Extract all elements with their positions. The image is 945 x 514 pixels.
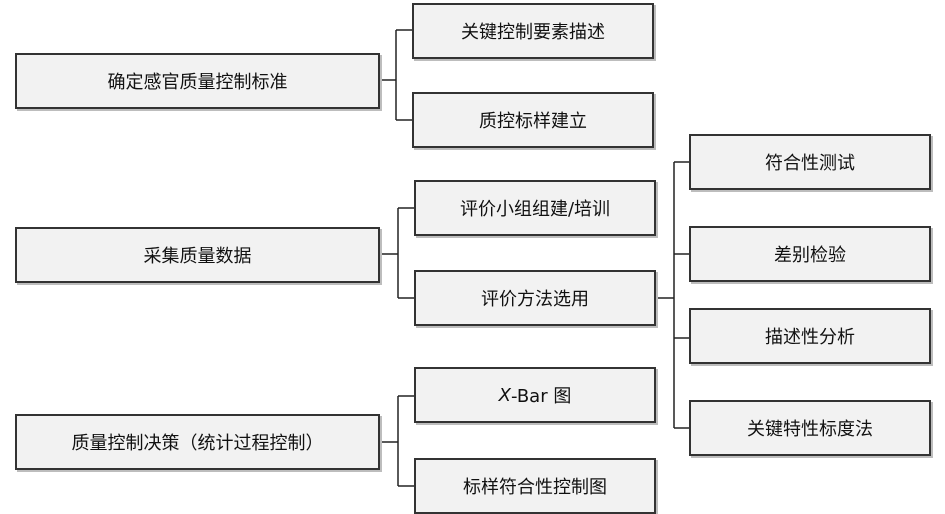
node-qc-reference-standard: 质控标样建立 [412,92,654,148]
node-collect-quality-data: 采集质量数据 [15,227,380,283]
node-xbar-chart: X-Bar 图 [414,367,656,423]
node-difference-test: 差别检验 [689,226,931,282]
node-reference-conformity-chart: 标样符合性控制图 [414,458,656,514]
node-conformity-test: 符合性测试 [689,134,931,190]
xbar-suffix: -Bar 图 [510,386,572,407]
node-descriptive-analysis: 描述性分析 [689,308,931,364]
node-method-selection: 评价方法选用 [414,270,656,326]
xbar-x-letter: X [498,384,511,406]
node-panel-training: 评价小组组建/培训 [414,180,656,236]
node-key-attribute-scaling: 关键特性标度法 [689,400,931,456]
node-sensory-qc-standard: 确定感官质量控制标准 [15,53,380,109]
node-key-control-factors: 关键控制要素描述 [412,3,654,59]
node-qc-decision-spc: 质量控制决策（统计过程控制） [15,414,380,470]
